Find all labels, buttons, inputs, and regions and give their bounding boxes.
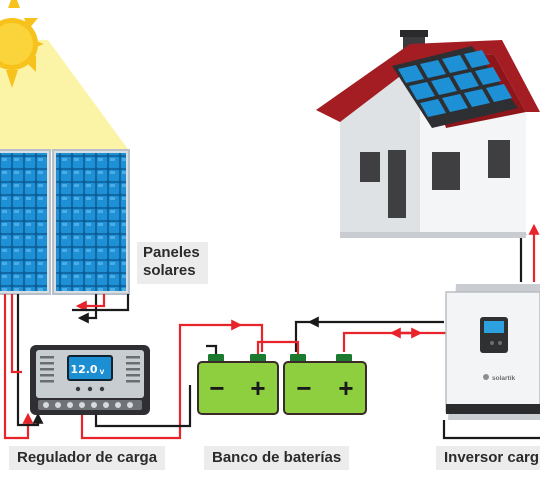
battery-1-negative-sign: − [209, 373, 224, 403]
solar-panel-right [52, 149, 130, 295]
battery-2-positive-sign: + [338, 373, 353, 403]
inverter-brand: solartik [492, 375, 516, 382]
solar-panel-left [0, 149, 51, 295]
wires-battery-to-inverter [294, 316, 540, 440]
inverter-charger: solartik [445, 284, 540, 420]
regulator-voltage: 12.0 [70, 363, 97, 376]
solar-panels-label-line2: solares [143, 262, 196, 279]
wires-battery-link [206, 340, 300, 354]
house-window-left [360, 152, 380, 182]
solar-panels-label-line1: Paneles [143, 244, 200, 261]
house-window-right [488, 140, 510, 178]
regulator-lcd-display [67, 355, 113, 381]
battery-2-negative-sign: − [296, 373, 311, 403]
regulator-voltage-unit: V [100, 369, 105, 376]
house-roof [316, 40, 540, 122]
battery-2: − + [283, 354, 367, 415]
house-window-middle [432, 152, 460, 190]
house-door [388, 150, 406, 218]
regulator-label: Regulador de carga [9, 446, 166, 470]
sun-icon [0, 0, 44, 88]
solar-panels-label: Paneles solares [137, 242, 208, 284]
charge-regulator: 12.0 V [30, 345, 150, 415]
inverter-label: Inversor carg [436, 446, 540, 470]
battery-1: − + [197, 354, 279, 415]
wires-panel-to-regulator [3, 294, 130, 440]
battery-bank-label: Banco de baterías [204, 446, 350, 470]
inverter-logo-icon [483, 374, 489, 380]
house [316, 30, 540, 238]
battery-1-positive-sign: + [250, 373, 265, 403]
